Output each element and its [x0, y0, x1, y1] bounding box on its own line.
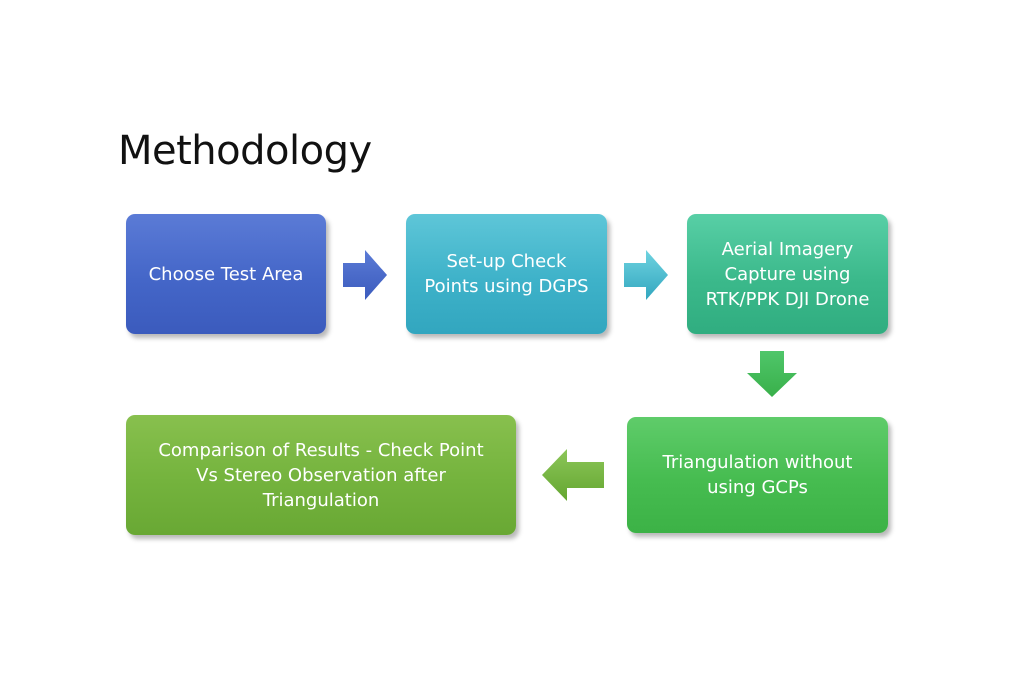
step-choose-test-area: Choose Test Area: [126, 214, 326, 334]
arrow-left-icon: [542, 449, 604, 501]
step-triangulation: Triangulation without using GCPs: [627, 417, 888, 533]
step-comparison-of-results: Comparison of Results - Check Point Vs S…: [126, 415, 516, 535]
step-aerial-imagery-capture: Aerial Imagery Capture using RTK/PPK DJI…: [687, 214, 888, 334]
slide-title: Methodology: [118, 128, 372, 174]
arrow-right-icon: [624, 250, 668, 300]
arrow-down-icon: [747, 351, 797, 397]
step-setup-check-points: Set-up Check Points using DGPS: [406, 214, 607, 334]
arrow-right-icon: [343, 250, 387, 300]
